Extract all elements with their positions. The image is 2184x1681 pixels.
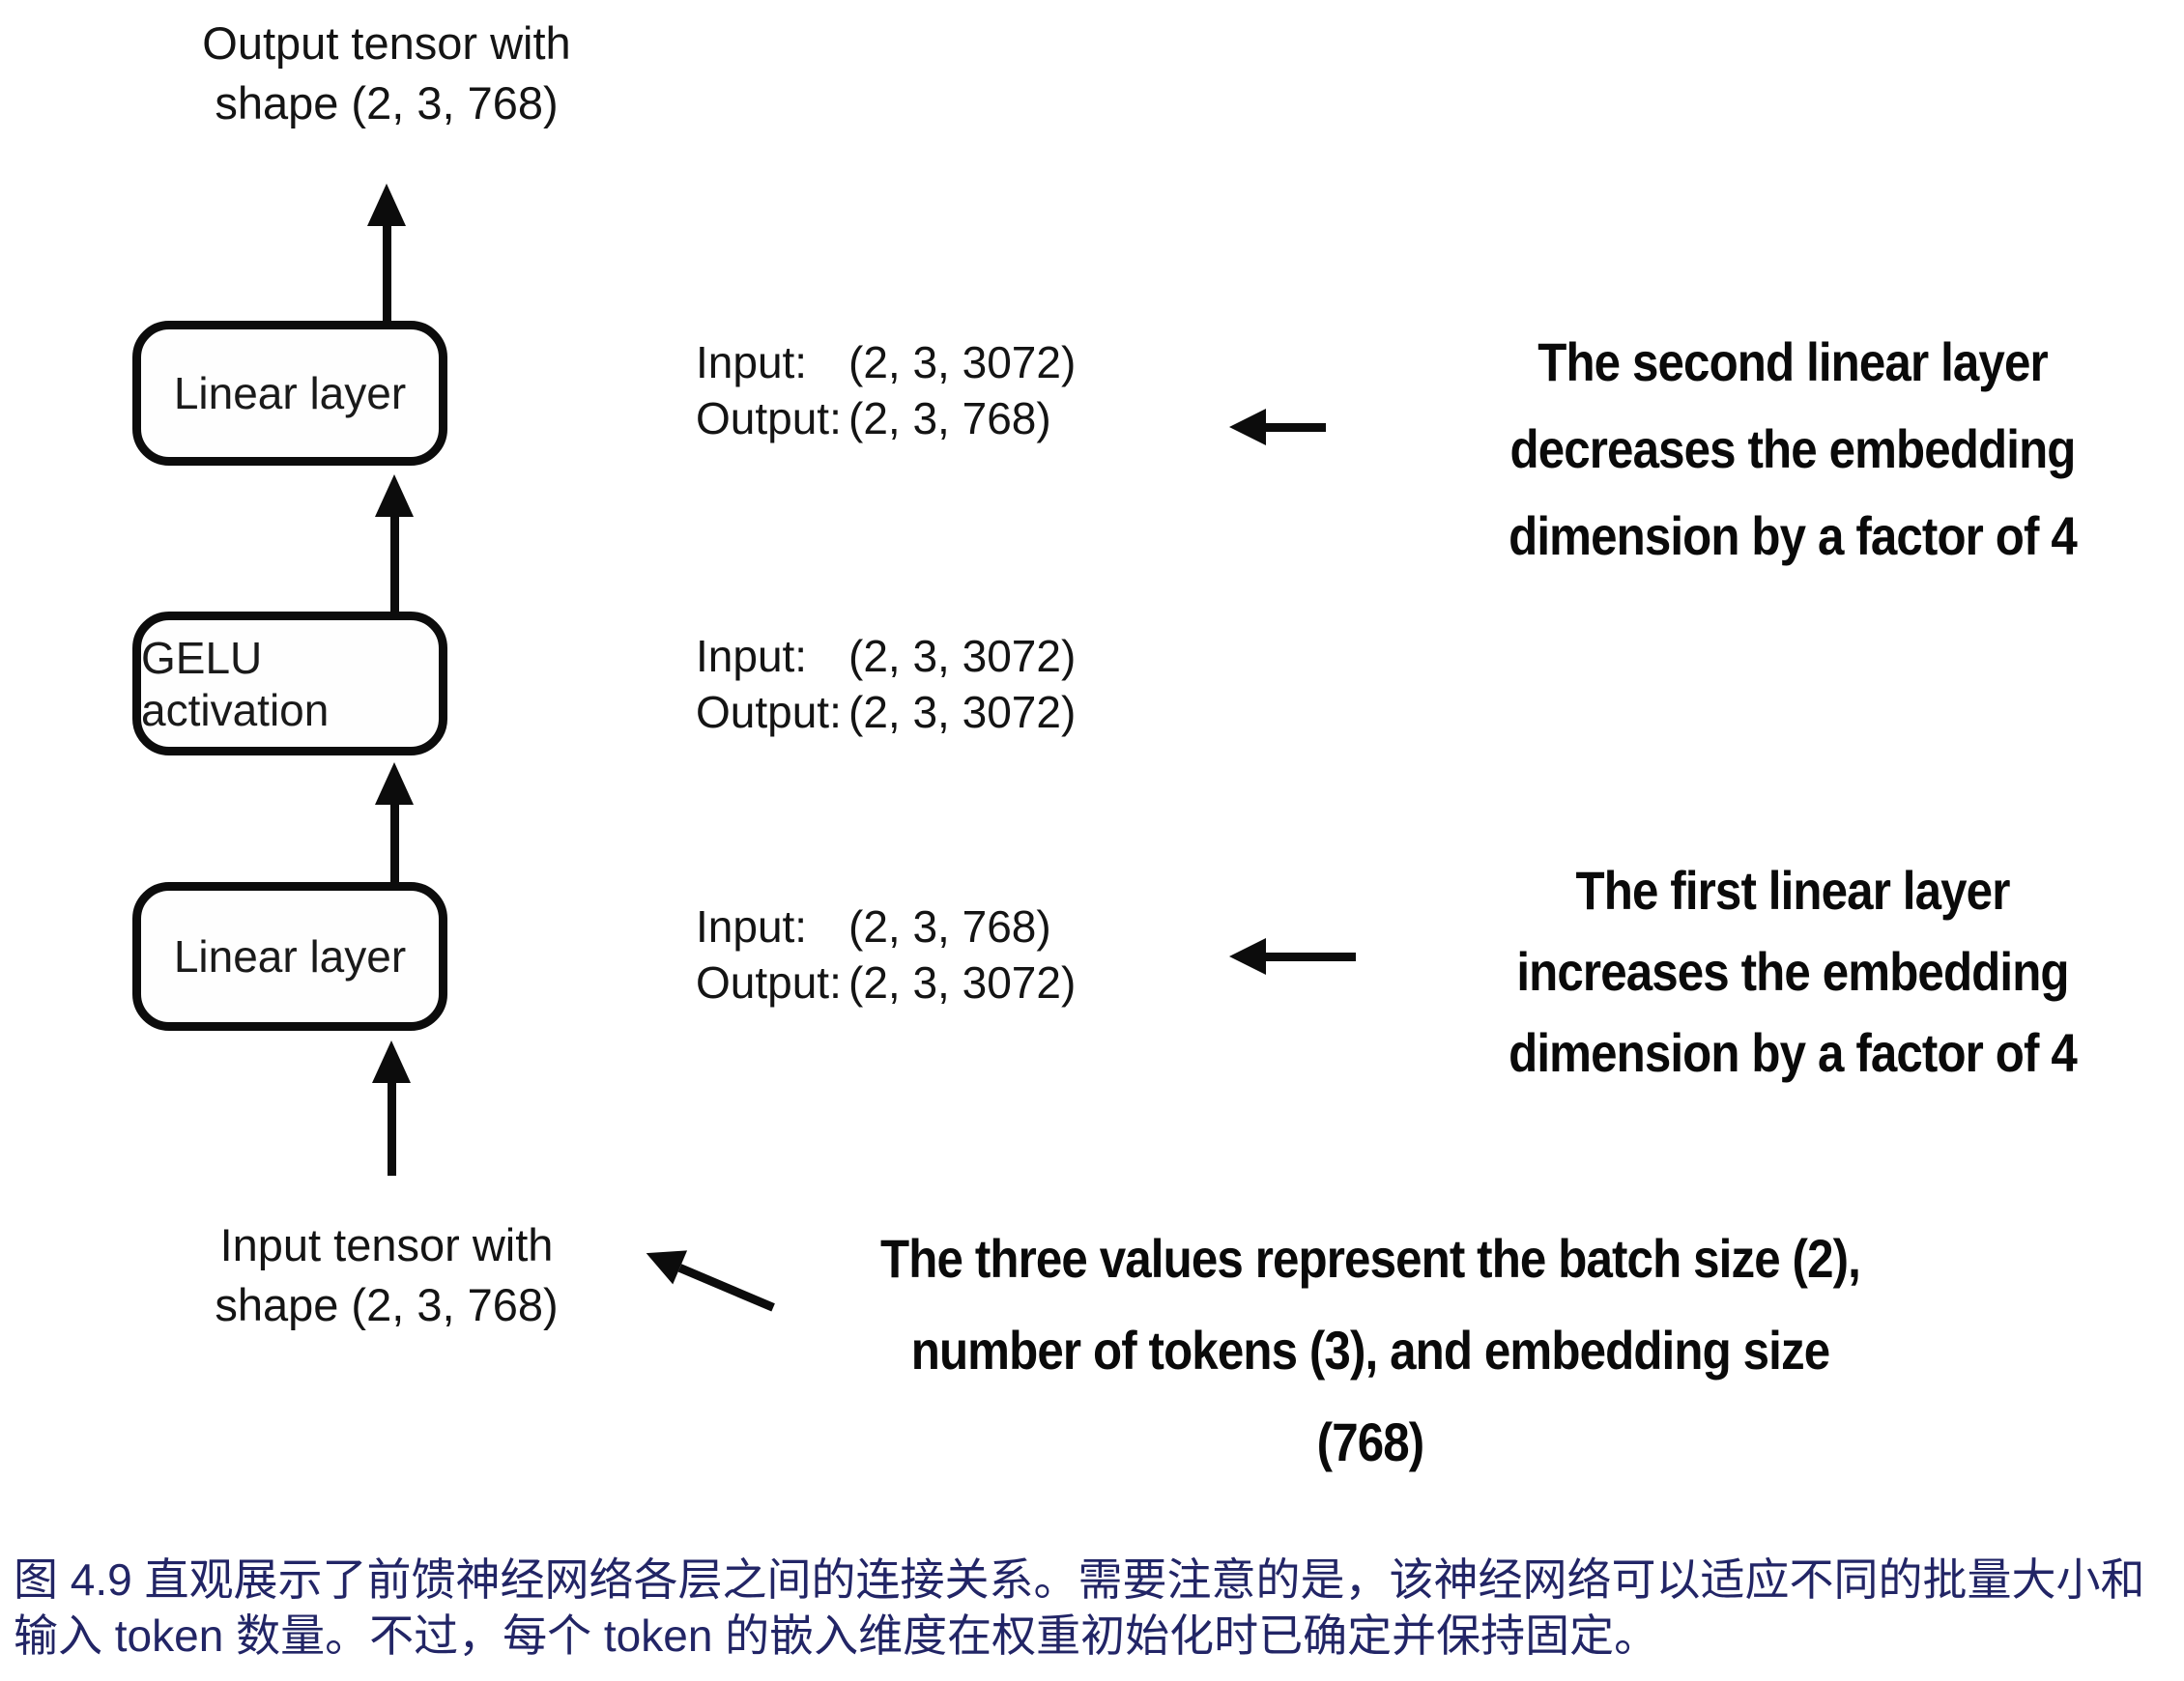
linear-layer-top-label: Linear layer bbox=[173, 368, 407, 418]
annotation-second-linear: The second linear layer decreases the em… bbox=[1452, 319, 2133, 580]
up-arrow-linear-to-gelu bbox=[374, 762, 415, 882]
annotation-line: dimension by a factor of 4 bbox=[1509, 505, 2078, 566]
arrow-shaft bbox=[382, 226, 391, 321]
figure-caption-line1: 图 4.9 直观展示了前馈神经网络各层之间的连接关系。需要注意的是，该神经网络可… bbox=[14, 1554, 2145, 1605]
input-shape-value: (2, 3, 3072) bbox=[848, 631, 1077, 681]
annotation-line: decreases the embedding bbox=[1509, 418, 2076, 479]
arrow-shaft bbox=[677, 1263, 776, 1312]
linear-layer-bottom-label: Linear layer bbox=[173, 931, 407, 982]
annotation-line: dimension by a factor of 4 bbox=[1509, 1022, 2078, 1083]
output-label: Output: bbox=[696, 957, 842, 1008]
annotation-line: increases the embedding bbox=[1516, 941, 2069, 1002]
up-arrow-input-to-linear bbox=[371, 1040, 412, 1176]
output-tensor-label-line2: shape (2, 3, 768) bbox=[215, 77, 559, 128]
input-shape-value: (2, 3, 768) bbox=[848, 901, 1051, 952]
linear-layer-bottom-box: Linear layer bbox=[132, 882, 447, 1031]
output-tensor-label-line1: Output tensor with bbox=[202, 17, 571, 69]
up-arrow-gelu-to-linear bbox=[374, 474, 415, 612]
input-tensor-label-line1: Input tensor with bbox=[219, 1219, 554, 1270]
annotation-line: number of tokens (3), and embedding size bbox=[910, 1320, 1830, 1381]
left-arrow-second-linear bbox=[1229, 409, 1326, 445]
io-shapes-gelu: Input: (2, 3, 3072) Output: (2, 3, 3072) bbox=[696, 628, 1076, 740]
output-shape-value: (2, 3, 3072) bbox=[848, 957, 1077, 1008]
annotation-line: The first linear layer bbox=[1575, 860, 2011, 921]
up-arrow-to-output bbox=[366, 184, 407, 321]
arrowhead bbox=[372, 1040, 411, 1083]
arrow-shaft bbox=[389, 805, 399, 882]
input-tensor-label: Input tensor with shape (2, 3, 768) bbox=[135, 1215, 638, 1335]
gelu-activation-label: GELU activation bbox=[141, 632, 330, 735]
annotation-line: The second linear layer bbox=[1537, 331, 2048, 392]
input-shape-value: (2, 3, 3072) bbox=[848, 337, 1077, 387]
arrowhead bbox=[375, 474, 414, 517]
arrowhead bbox=[639, 1236, 688, 1285]
input-label: Input: bbox=[696, 337, 808, 387]
input-label: Input: bbox=[696, 901, 808, 952]
arrowhead bbox=[375, 762, 414, 805]
annotation-line: (768) bbox=[1316, 1411, 1425, 1472]
figure-caption-line2: 输入 token 数量。不过，每个 token 的嵌入维度在权重初始化时已确定并… bbox=[14, 1610, 1659, 1661]
output-tensor-label: Output tensor with shape (2, 3, 768) bbox=[135, 14, 638, 133]
io-shapes-linear-bottom: Input: (2, 3, 768) Output: (2, 3, 3072) bbox=[696, 898, 1076, 1011]
input-tensor-label-line2: shape (2, 3, 768) bbox=[215, 1279, 559, 1330]
gelu-activation-box: GELU activation bbox=[132, 612, 447, 755]
figure-caption: 图 4.9 直观展示了前馈神经网络各层之间的连接关系。需要注意的是，该神经网络可… bbox=[14, 1552, 2174, 1664]
output-label: Output: bbox=[696, 687, 842, 737]
left-arrow-first-linear bbox=[1229, 938, 1356, 975]
arrowhead bbox=[367, 184, 406, 226]
input-label: Input: bbox=[696, 631, 808, 681]
io-shapes-linear-top: Input: (2, 3, 3072) Output: (2, 3, 768) bbox=[696, 334, 1076, 446]
arrowhead bbox=[1229, 409, 1266, 445]
arrowhead bbox=[1229, 938, 1266, 975]
output-label: Output: bbox=[696, 393, 842, 443]
annotation-line: The three values represent the batch siz… bbox=[880, 1228, 1861, 1289]
output-shape-value: (2, 3, 768) bbox=[848, 393, 1051, 443]
diagonal-arrow-to-input-tensor bbox=[639, 1236, 780, 1325]
annotation-three-values: The three values represent the batch siz… bbox=[826, 1212, 1914, 1488]
arrow-shaft bbox=[1266, 952, 1356, 961]
arrow-shaft bbox=[389, 517, 399, 612]
arrow-shaft bbox=[387, 1083, 396, 1176]
arrow-shaft bbox=[1266, 422, 1326, 432]
linear-layer-top-box: Linear layer bbox=[132, 321, 447, 466]
annotation-first-linear: The first linear layer increases the emb… bbox=[1452, 850, 2133, 1094]
output-shape-value: (2, 3, 3072) bbox=[848, 687, 1077, 737]
